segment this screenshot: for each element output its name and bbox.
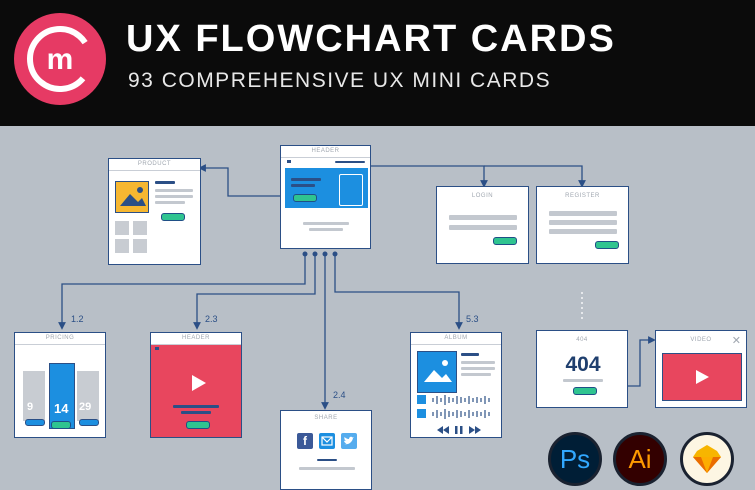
play-icon[interactable] (189, 373, 209, 393)
share-card[interactable]: SHARE f (280, 410, 372, 490)
video-player[interactable] (662, 353, 742, 401)
photoshop-icon: Ps (548, 432, 602, 486)
play-icon[interactable] (694, 369, 710, 385)
email-icon[interactable] (319, 433, 335, 449)
close-icon[interactable]: ✕ (731, 335, 741, 347)
price-value: 29 (79, 401, 92, 413)
error-code: 404 (565, 353, 601, 376)
back-home-button[interactable] (573, 387, 597, 395)
svg-text:m: m (47, 43, 74, 76)
playback-controls-icon[interactable] (435, 425, 485, 435)
brand-logo: m (14, 13, 106, 105)
register-card[interactable]: REGISTER (536, 186, 629, 264)
error-404-card[interactable]: 404 404 (536, 330, 628, 408)
register-button[interactable] (595, 241, 619, 249)
card-title: PRODUCT (109, 159, 200, 171)
phone-icon (339, 174, 363, 206)
select-plan-button[interactable] (51, 421, 71, 429)
card-title: REGISTER (565, 193, 600, 199)
price-value: 9 (27, 401, 34, 413)
card-title: ALBUM (411, 333, 501, 345)
card-title: HEADER (151, 333, 241, 345)
top-banner: m UX FLOWCHART CARDS 93 COMPREHENSIVE UX… (0, 0, 755, 126)
card-title: HEADER (281, 146, 370, 158)
card-title: 404 (576, 337, 588, 343)
flow-label: 1.2 (71, 314, 84, 324)
flow-label: 2.3 (205, 314, 218, 324)
video-header-card[interactable]: HEADER (150, 332, 242, 438)
card-title: LOGIN (471, 193, 494, 199)
flow-label: 2.4 (333, 390, 346, 400)
flow-label: 5.3 (466, 314, 479, 324)
header-card[interactable]: HEADER (280, 145, 371, 249)
price-value: 14 (54, 401, 69, 416)
album-card[interactable]: ALBUM (410, 332, 502, 438)
waveform-icon (432, 395, 490, 419)
card-title: PRICING (15, 333, 105, 345)
flow-connectors (58, 164, 656, 410)
album-cover-icon (417, 351, 457, 393)
illustrator-icon: Ai (613, 432, 667, 486)
page-title: UX FLOWCHART CARDS (126, 18, 616, 60)
sketch-icon (680, 432, 734, 486)
facebook-icon[interactable]: f (297, 433, 313, 449)
buy-button[interactable] (161, 213, 185, 221)
watch-button[interactable] (186, 421, 210, 429)
cta-button[interactable] (293, 194, 317, 202)
flowchart-canvas: 1.2 2.3 2.4 5.3 PRODUCT HEADER LOGI (0, 126, 755, 490)
card-title: VIDEO (690, 337, 712, 343)
page-subtitle: 93 COMPREHENSIVE UX MINI CARDS (128, 69, 552, 92)
login-button[interactable] (493, 237, 517, 245)
image-icon (115, 181, 149, 213)
hero-banner (285, 168, 368, 208)
card-title: SHARE (314, 415, 338, 421)
twitter-icon[interactable] (341, 433, 357, 449)
video-card[interactable]: VIDEO ✕ (655, 330, 747, 408)
pricing-card[interactable]: PRICING 9 14 29 (14, 332, 106, 438)
product-card[interactable]: PRODUCT (108, 158, 201, 265)
logo-ring-icon: m (27, 26, 93, 92)
login-card[interactable]: LOGIN (436, 186, 529, 264)
